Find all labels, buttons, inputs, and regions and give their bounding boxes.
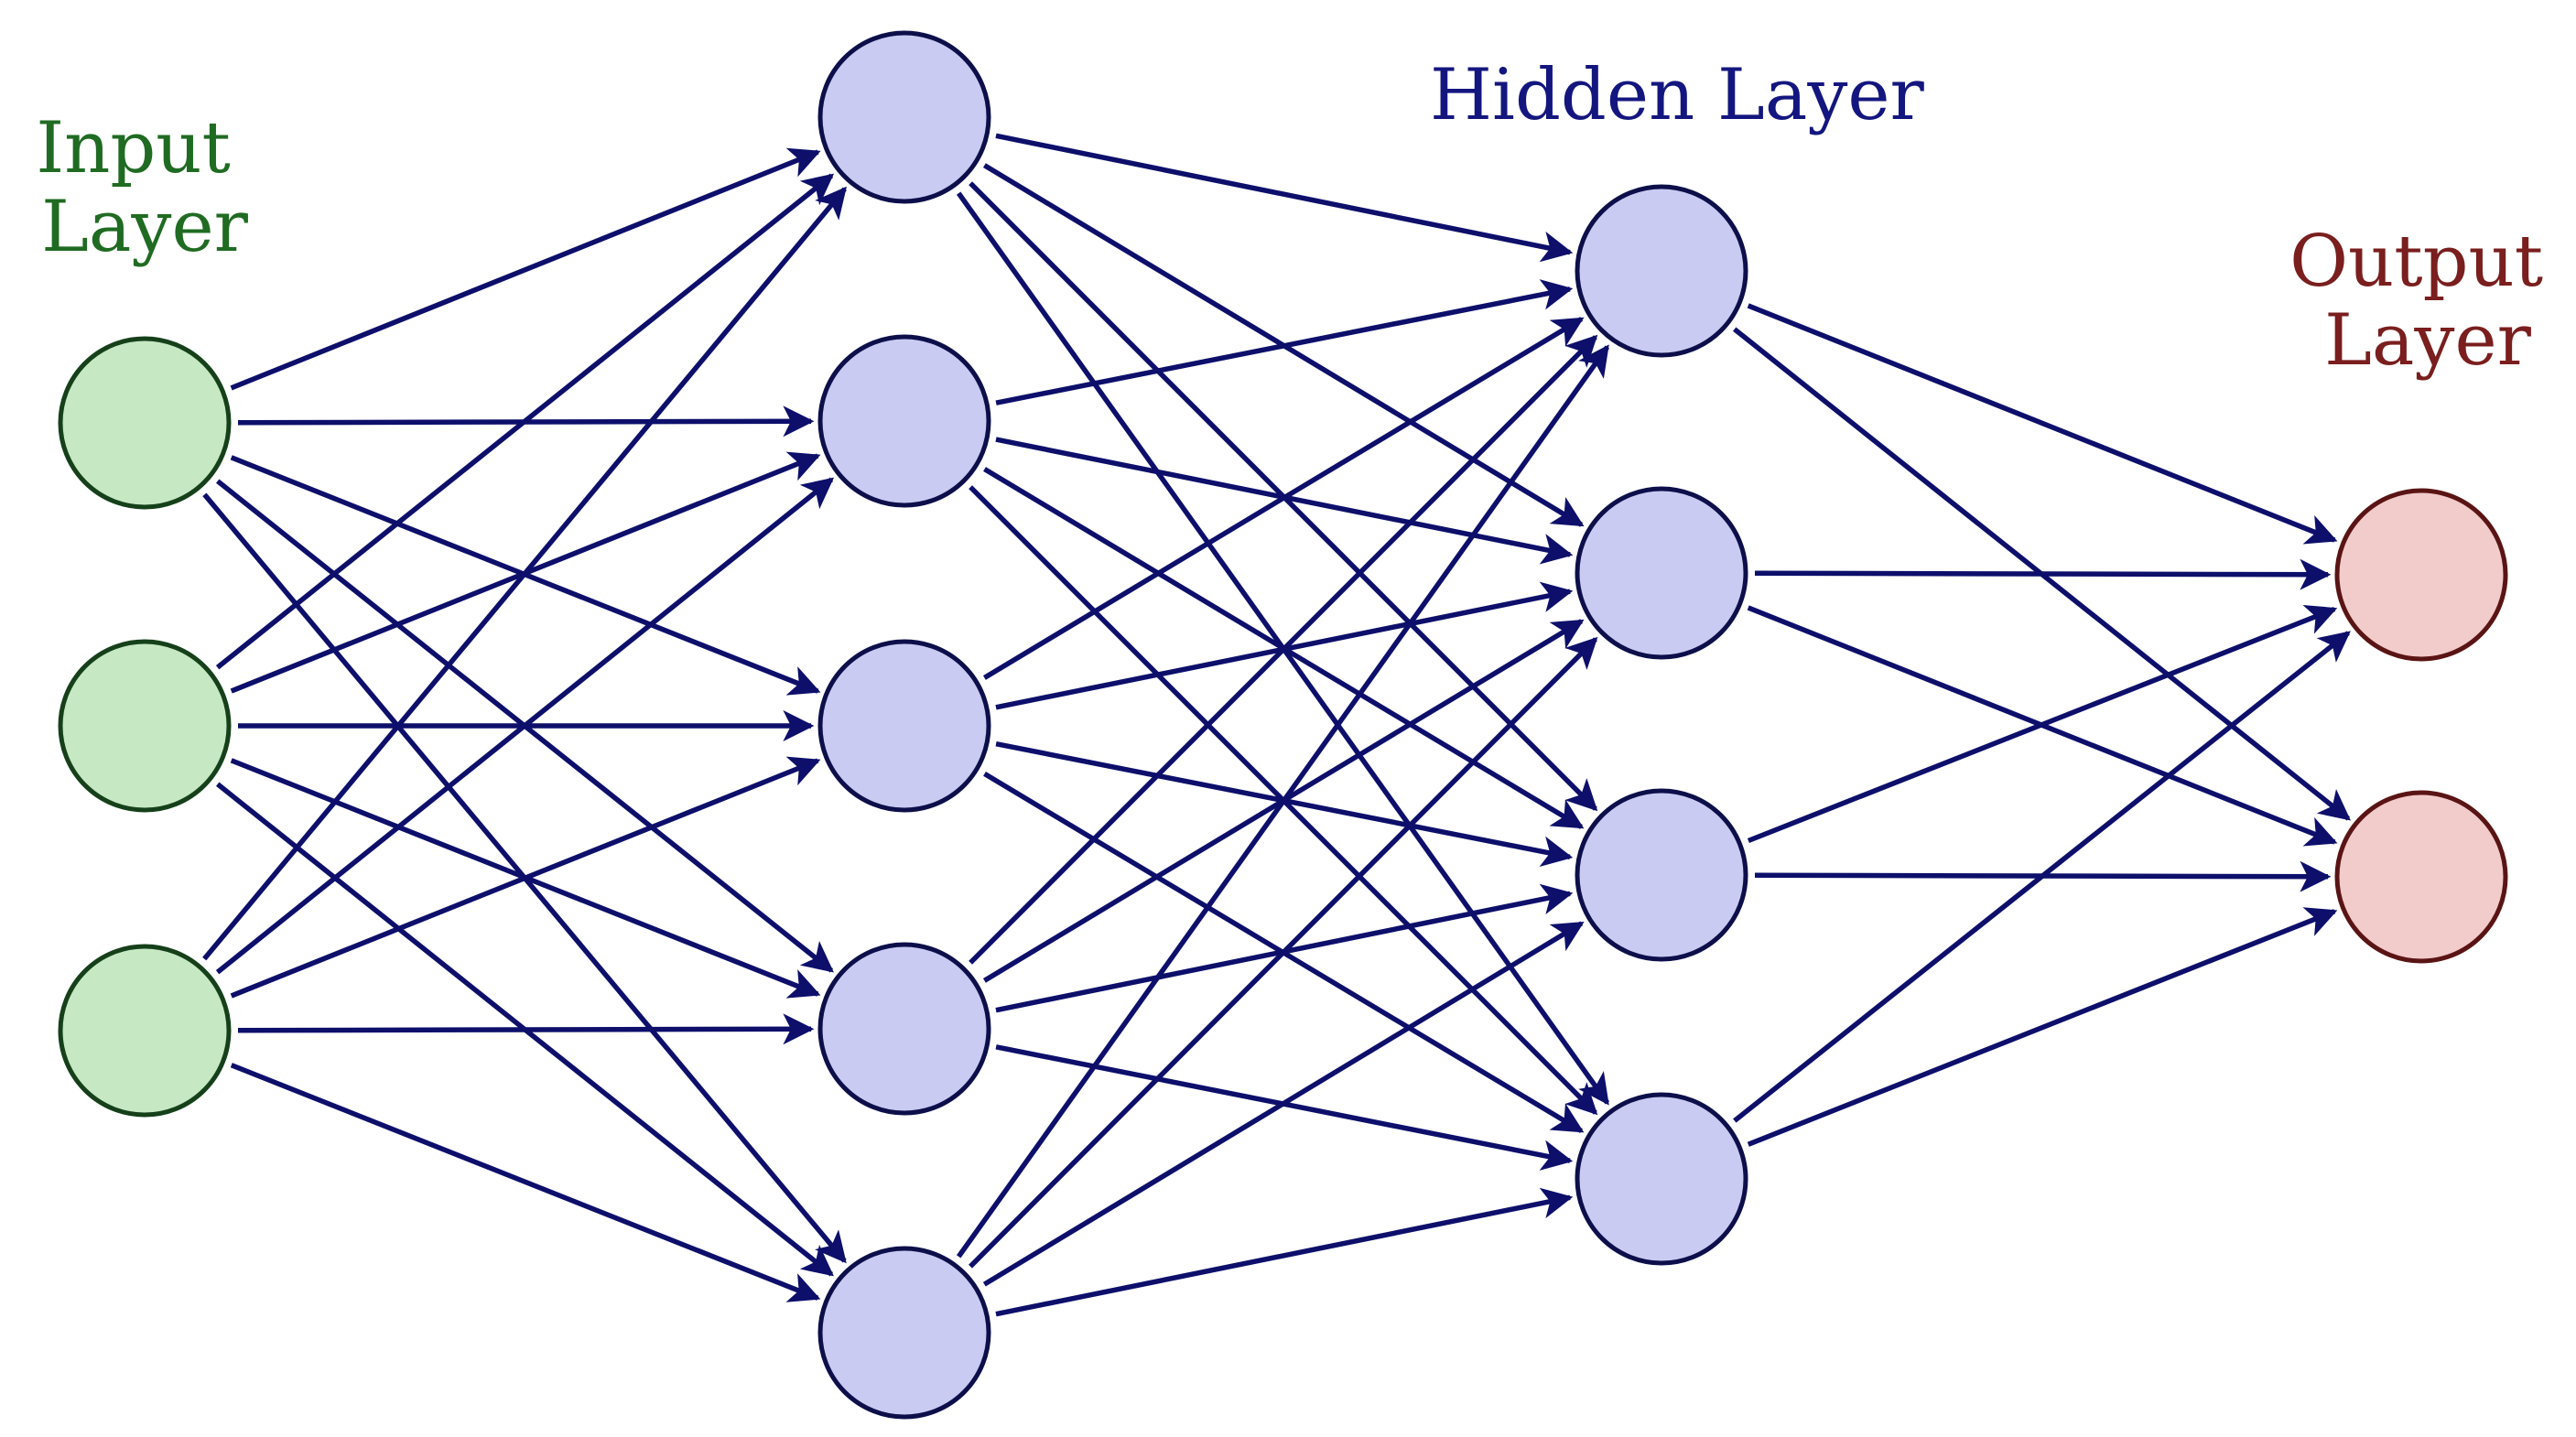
edge-input-2-to-hidden-1-1 — [215, 173, 835, 670]
input-node-2 — [58, 639, 232, 813]
output-layer-label-line-2: Layer — [2324, 299, 2532, 382]
edge-hidden-2-4-to-output-2 — [1747, 907, 2338, 1147]
input-layer-label: Input Layer — [36, 107, 253, 268]
edge-input-3-to-hidden-1-2 — [215, 477, 835, 975]
hidden-1-node-2 — [817, 334, 991, 508]
hidden-layer-label-line-1: Hidden Layer — [1430, 54, 1925, 136]
hidden-2-node-3 — [1575, 788, 1748, 962]
edge-hidden-2-2-to-output-1 — [1754, 558, 2332, 590]
edge-hidden-2-1-to-output-1 — [1747, 303, 2338, 545]
edge-hidden-1-5-to-hidden-2-1 — [956, 344, 1610, 1259]
hidden-1-node-5 — [817, 1246, 991, 1420]
connections — [202, 133, 2351, 1317]
edge-hidden-1-4-to-hidden-2-1 — [969, 334, 1598, 965]
edge-hidden-1-5-to-hidden-2-2 — [969, 636, 1598, 1269]
input-layer-label-line-1: Input — [36, 107, 231, 189]
output-layer-label-line-1: Output — [2289, 221, 2543, 303]
edge-hidden-1-1-to-hidden-2-1 — [995, 133, 1574, 263]
input-layer-label-line-2: Layer — [41, 186, 249, 268]
input-node-1 — [58, 336, 232, 510]
edge-hidden-2-3-to-output-1 — [1747, 604, 2338, 844]
hidden-2-node-4 — [1575, 1092, 1748, 1266]
hidden-2-node-2 — [1575, 486, 1748, 660]
edge-hidden-1-5-to-hidden-2-3 — [982, 921, 1585, 1287]
output-node-2 — [2334, 790, 2508, 964]
edge-input-3-to-hidden-1-4 — [237, 1013, 815, 1045]
edge-input-3-to-hidden-1-5 — [230, 1063, 821, 1302]
edge-hidden-1-2-to-hidden-2-1 — [995, 279, 1574, 405]
neurons — [58, 30, 2508, 1420]
hidden-1-node-1 — [817, 30, 991, 204]
edge-hidden-1-3-to-hidden-2-1 — [982, 317, 1585, 680]
edge-hidden-1-5-to-hidden-2-4 — [995, 1187, 1574, 1317]
edge-input-3-to-hidden-1-3 — [230, 756, 821, 999]
edge-input-3-to-hidden-1-1 — [202, 186, 847, 961]
hidden-1-node-3 — [817, 639, 991, 813]
output-node-1 — [2334, 488, 2508, 662]
input-node-3 — [58, 944, 232, 1118]
hidden-1-node-4 — [817, 942, 991, 1116]
edge-input-1-to-hidden-1-1 — [230, 147, 821, 391]
hidden-layer-label: Hidden Layer — [1430, 54, 1925, 136]
output-layer-label: Output Layer — [2289, 221, 2566, 382]
edge-hidden-2-4-to-output-1 — [1733, 631, 2351, 1123]
hidden-2-node-1 — [1575, 184, 1748, 358]
